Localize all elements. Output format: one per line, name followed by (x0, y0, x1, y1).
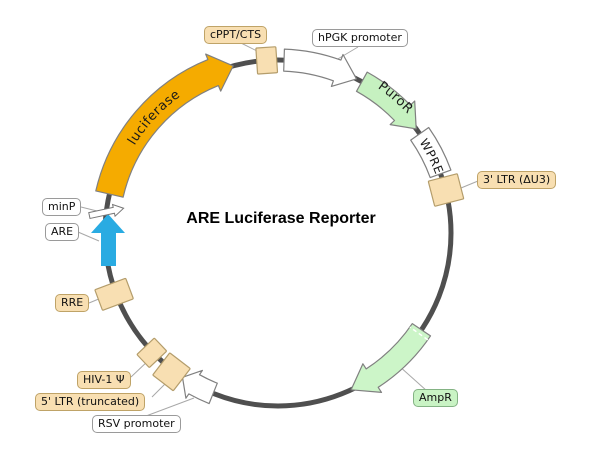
rre-box (94, 277, 134, 311)
hiv1-psi-box (136, 337, 167, 368)
puror-arrow (355, 71, 417, 130)
cppt-cts-label: cPPT/CTS (204, 26, 268, 44)
plasmid-title: ARE Luciferase Reporter (186, 210, 376, 227)
rre-label: RRE (55, 294, 90, 312)
rsv-promoter-arrow (181, 369, 218, 405)
leader-line-are (77, 231, 100, 242)
ltr3-box (427, 173, 465, 207)
ampr-truncation-dashes (409, 326, 429, 341)
rsv-promoter-label: RSV promoter (92, 415, 181, 433)
cppt-cts-box (255, 46, 279, 75)
leader-lines (77, 42, 479, 417)
wpre-box (410, 126, 452, 179)
leader-line-rsv (145, 397, 195, 417)
are-label: ARE (45, 223, 80, 241)
ampr-arrow (350, 323, 432, 393)
ltr3-label: 3' LTR (ΔU3) (477, 171, 557, 189)
hpgk-promoter-label: hPGK promoter (312, 29, 408, 47)
leader-line-minp (80, 206, 98, 212)
minp-label: minP (42, 198, 82, 216)
hpgk-promoter-arrow (283, 48, 358, 87)
ampr-label: AmpR (413, 389, 458, 407)
hiv1-psi-label: HIV-1 Ψ (77, 371, 131, 389)
minp-arrow (88, 203, 125, 220)
luciferase-arrow (95, 53, 234, 198)
ltr5-label: 5' LTR (truncated) (35, 393, 146, 411)
are-arrow (91, 214, 125, 266)
ltr5-box (152, 352, 191, 392)
leader-line-ltr3 (460, 180, 479, 189)
